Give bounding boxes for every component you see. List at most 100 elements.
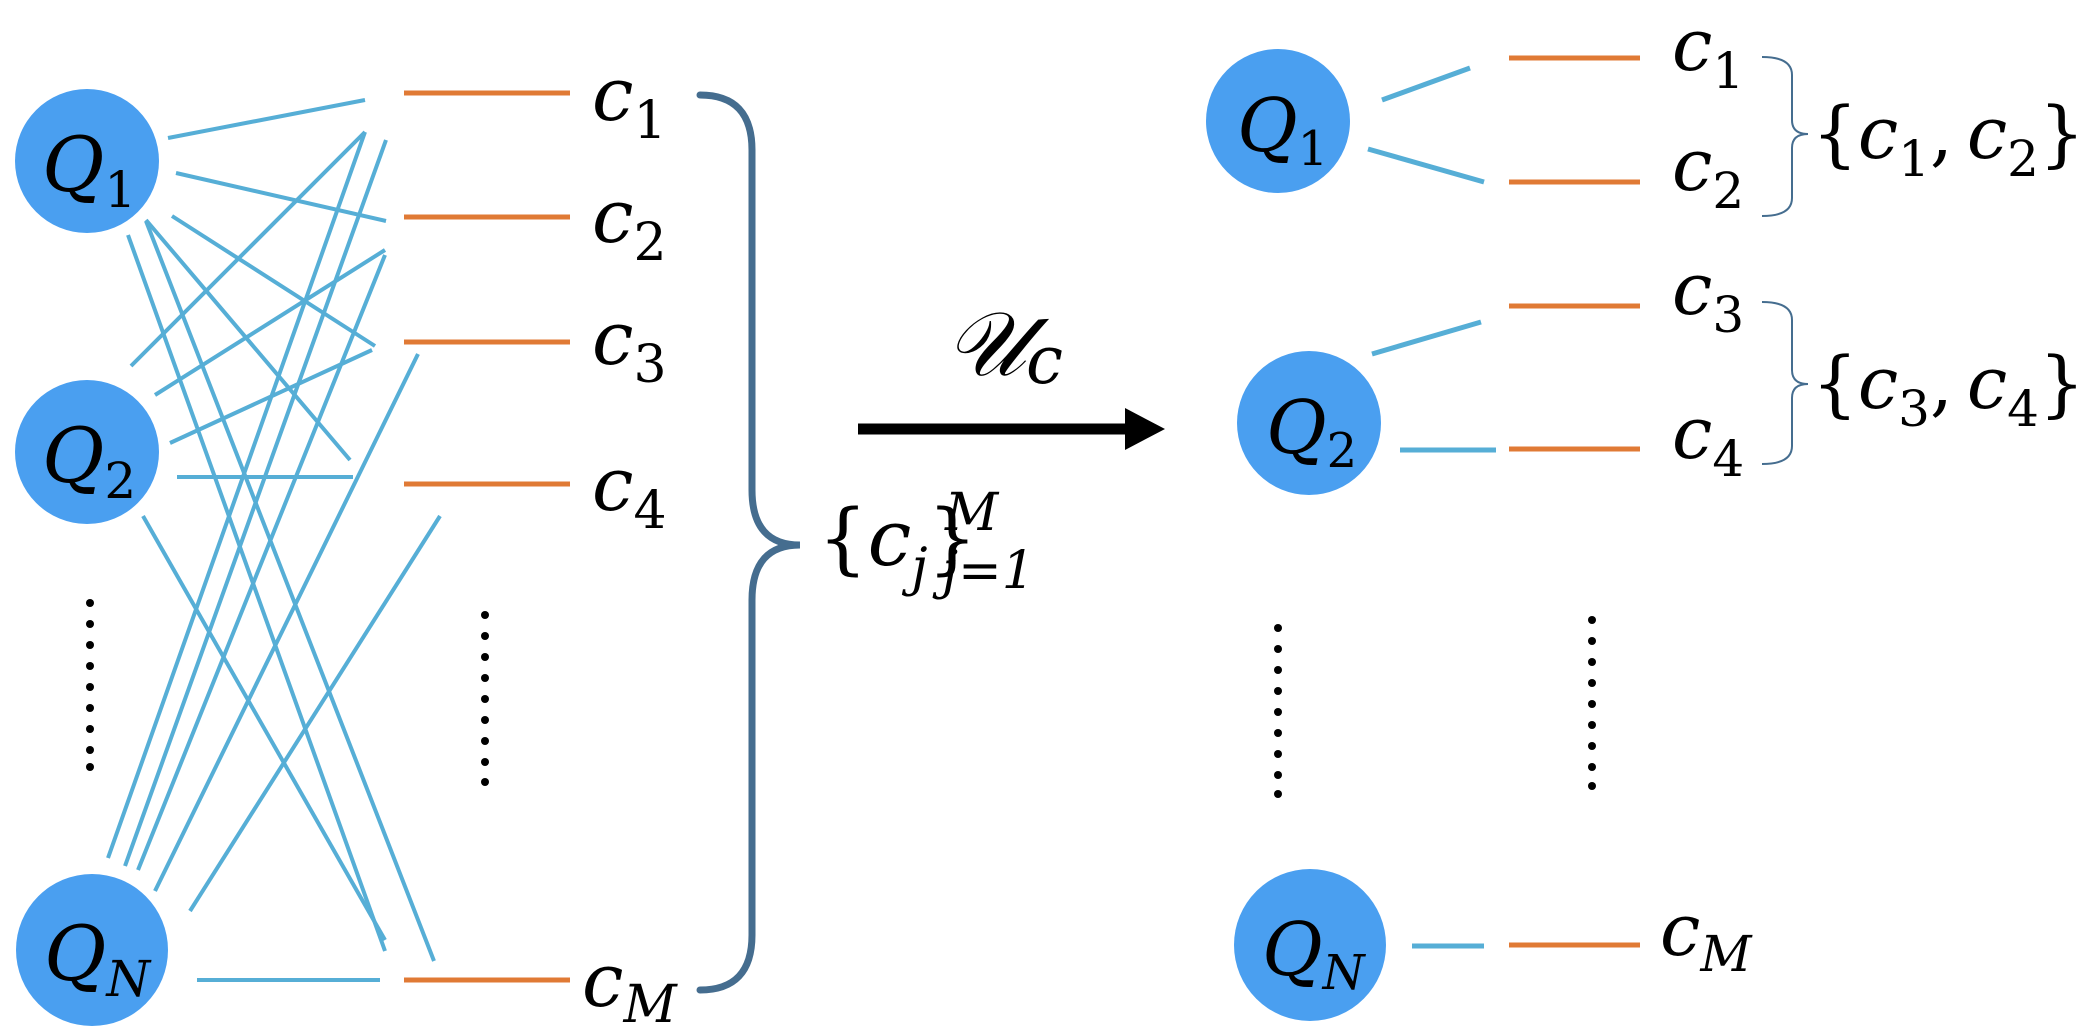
left-level-label-cM: cM [582,938,678,1030]
right-level-label-cM: cM [1660,888,1753,983]
node-subscript: 2 [104,452,136,510]
left-node-q2: Q2 [15,380,159,524]
group-b-subscript: 2 [2007,130,2039,188]
connection-line [153,353,420,892]
svg-text:Q1: Q1 [42,120,136,219]
node-subscript: N [1322,945,1367,1001]
group-b-subscript: 4 [2007,380,2039,438]
connection-line [144,220,436,962]
connection-line [1371,319,1482,357]
label-base: c [1672,247,1712,331]
connection-line [144,218,352,462]
label-subscript: 3 [633,335,666,395]
group-close-brace: } [2039,341,2076,425]
connection-line [167,98,366,140]
connection-line [129,130,367,368]
svg-text:QN: QN [44,909,152,1008]
connection-line [123,139,388,867]
node-base: Q [1237,83,1298,169]
operator-arrow-head [1125,408,1165,450]
label-base: c [592,296,633,382]
label-base: c [1660,888,1700,972]
group-a-subscript: 3 [1898,380,1930,438]
connection-line [106,131,367,859]
node-base: Q [1266,385,1327,471]
group-separator: , [1930,341,1953,425]
label-subscript: 1 [1712,42,1744,100]
right-group-label-1: {c1,c2} [1812,91,2076,188]
node-base: Q [1262,907,1323,993]
left-set-brace [696,91,801,994]
label-subscript: M [1699,925,1753,983]
left-level-label-c4: c4 [592,442,667,541]
set-open-brace: { [818,494,868,584]
label-subscript: 2 [1712,162,1744,220]
label-base: c [592,52,633,138]
right-group-brace-2 [1761,301,1809,465]
svg-text:Q2: Q2 [42,411,136,510]
right-node-q1: Q1 [1206,49,1350,193]
left-node-q1: Q1 [15,89,159,233]
connection-line [1367,146,1485,185]
operator-subscript: c [1026,322,1063,399]
connection-line [153,248,387,397]
left-node-ellipsis [86,599,94,771]
label-base: c [1672,123,1712,207]
left-level-label-c2: c2 [592,174,667,273]
right-connection-lines [1367,65,1496,949]
set-lower-bound: j=1 [932,541,1035,601]
left-level-label-c1: c1 [592,52,667,151]
right-node-ellipsis [1274,624,1282,798]
group-separator: , [1930,91,1953,175]
set-close-brace: } [927,494,977,584]
label-subscript: 1 [633,91,666,151]
group-a-subscript: 1 [1898,130,1930,188]
set-base: c [868,494,912,584]
group-b-base: c [1967,341,2007,425]
set-upper-bound: M [944,483,1000,543]
right-level-lines [1509,55,1640,948]
label-base: c [582,938,623,1024]
group-b-base: c [1967,91,2007,175]
node-subscript: 2 [1327,423,1358,479]
node-base: Q [42,120,104,209]
node-subscript: 1 [104,161,136,219]
svg-text:Q1: Q1 [1237,83,1328,177]
label-subscript: 2 [633,213,666,273]
node-base: Q [44,909,106,998]
label-subscript: 3 [1712,286,1744,344]
label-base: c [592,442,633,528]
right-level-label-c4: c4 [1672,391,1744,488]
right-level-label-c2: c2 [1672,123,1744,220]
left-connection-lines [106,98,442,982]
group-open-brace: { [1812,91,1858,175]
connection-line [188,514,442,913]
left-level-lines [404,90,570,983]
right-node-qn: QN [1234,869,1386,1021]
connection-line [141,515,387,941]
left-level-label-c3: c3 [592,296,667,395]
node-base: Q [42,411,104,500]
operator-label: 𝒰c [945,292,1063,399]
node-subscript: 1 [1298,121,1329,177]
left-node-qn: QN [16,874,168,1026]
right-group-label-2: {c3,c4} [1812,341,2076,438]
node-subscript: N [105,950,152,1008]
svg-text:QN: QN [1262,907,1367,1001]
svg-text:Q2: Q2 [1266,385,1357,479]
group-open-brace: { [1812,341,1858,425]
group-a-base: c [1858,91,1898,175]
right-group-brace-1 [1761,56,1809,217]
connection-line [136,254,387,871]
group-a-base: c [1858,341,1898,425]
connection-line [126,234,387,952]
label-base: c [592,174,633,260]
right-node-q2: Q2 [1237,351,1381,495]
right-level-label-c3: c3 [1672,247,1744,344]
right-level-ellipsis [1588,616,1596,790]
label-subscript: 4 [633,481,666,541]
group-close-brace: } [2039,91,2076,175]
connection-line [170,214,377,348]
connection-line [1381,65,1471,103]
right-level-label-c1: c1 [1672,3,1744,100]
